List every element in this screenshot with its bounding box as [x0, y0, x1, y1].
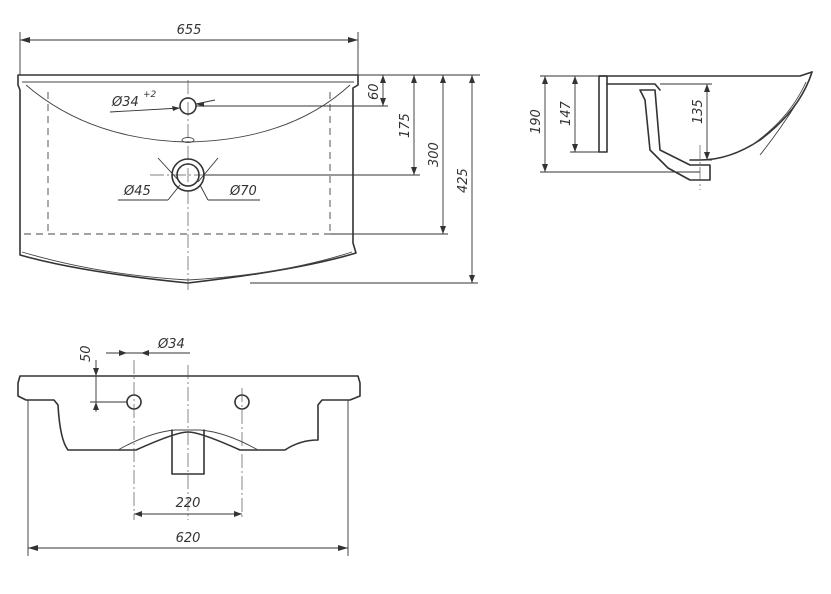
front-outline [17, 375, 361, 451]
tap-hole-tolerance: +2 [143, 90, 157, 100]
back-wall-section [598, 75, 608, 153]
dim-135-label: 135 [691, 99, 706, 124]
dim-655-label: 655 [177, 23, 202, 38]
top-view: 655 Ø34 +2 Ø45 Ø70 60 175 300 [17, 23, 480, 290]
dim-175-label: 175 [398, 113, 413, 138]
dim-620-label: 620 [176, 531, 201, 546]
drain-outer-label: Ø70 [229, 184, 257, 199]
dim-147-label: 147 [559, 100, 574, 126]
dim-425-label: 425 [456, 168, 471, 193]
drain-spigot [171, 429, 205, 475]
drain-section [639, 89, 711, 181]
drain-inner [176, 163, 200, 187]
overflow-slot [181, 137, 195, 143]
dim-300-label: 300 [427, 142, 442, 167]
drain-inner-label: Ø45 [123, 184, 151, 199]
side-view: 190 147 135 [529, 71, 813, 190]
dim-220-label: 220 [176, 496, 201, 511]
dim-190-label: 190 [529, 109, 544, 134]
dim-60-label: 60 [367, 83, 382, 100]
tap-hole-label: Ø34 [111, 95, 139, 110]
dim-50-label: 50 [79, 345, 94, 362]
front-hole-label: Ø34 [157, 337, 185, 352]
front-view: 50 Ø34 220 620 [17, 337, 361, 556]
